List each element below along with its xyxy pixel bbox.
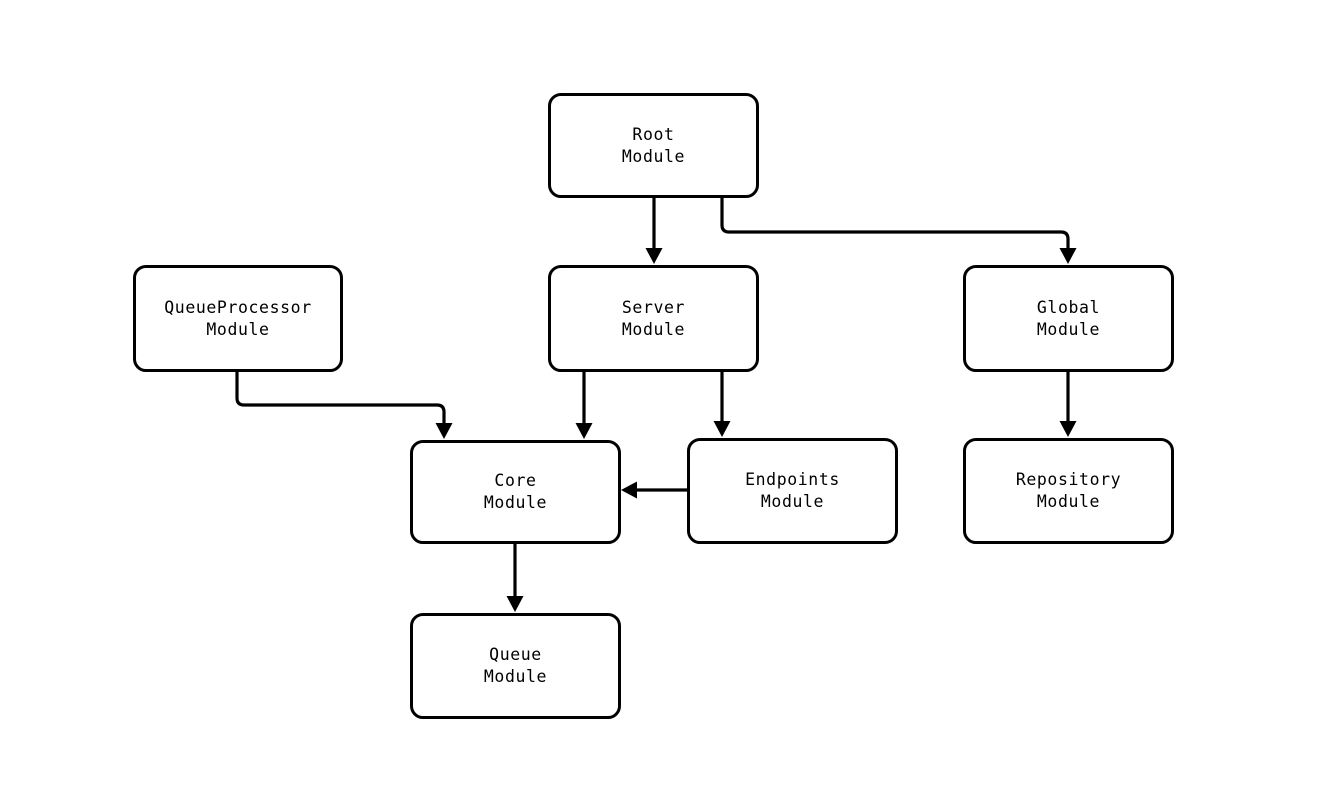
node-queue-label: Queue Module <box>483 645 548 686</box>
edge-root-to-global-arrowhead <box>1059 248 1077 264</box>
edge-root-to-server <box>645 198 663 264</box>
edge-endpoints-to-core-arrowhead <box>621 481 637 499</box>
node-endpoints-label: Endpoints Module <box>745 470 840 511</box>
edge-global-to-repository <box>1059 372 1077 437</box>
edge-queueprocessor-to-core <box>235 372 453 439</box>
edge-root-to-global-line <box>720 198 1070 255</box>
edge-server-to-core <box>575 372 593 439</box>
edge-endpoints-to-core <box>621 481 687 499</box>
edge-global-to-repository-arrowhead <box>1059 421 1077 437</box>
node-server[interactable]: Server Module <box>548 265 759 372</box>
node-core-label: Core Module <box>483 471 548 512</box>
node-server-label: Server Module <box>621 297 686 339</box>
node-global[interactable]: Global Module <box>963 265 1174 372</box>
node-root-label: Root Module <box>621 124 686 166</box>
edge-server-to-endpoints <box>713 372 731 437</box>
node-core[interactable]: Core Module <box>410 440 621 544</box>
edge-core-to-queue-arrowhead <box>506 596 524 612</box>
edge-core-to-queue <box>506 544 524 612</box>
edge-root-to-server-arrowhead <box>645 248 663 264</box>
edge-root-to-global <box>720 198 1077 264</box>
node-queue[interactable]: Queue Module <box>410 613 621 719</box>
node-queueprocessor-label: QueueProcessor Module <box>164 297 312 339</box>
edge-server-to-core-arrowhead <box>575 423 593 439</box>
node-repository-label: Repository Module <box>1015 470 1122 511</box>
node-global-label: Global Module <box>1036 297 1101 339</box>
edge-queueprocessor-to-core-line <box>235 372 446 430</box>
node-root[interactable]: Root Module <box>548 93 759 198</box>
node-repository[interactable]: Repository Module <box>963 438 1174 544</box>
node-endpoints[interactable]: Endpoints Module <box>687 438 898 544</box>
edge-queueprocessor-to-core-arrowhead <box>435 423 453 439</box>
edge-server-to-endpoints-arrowhead <box>713 421 731 437</box>
node-queueprocessor[interactable]: QueueProcessor Module <box>133 265 343 372</box>
